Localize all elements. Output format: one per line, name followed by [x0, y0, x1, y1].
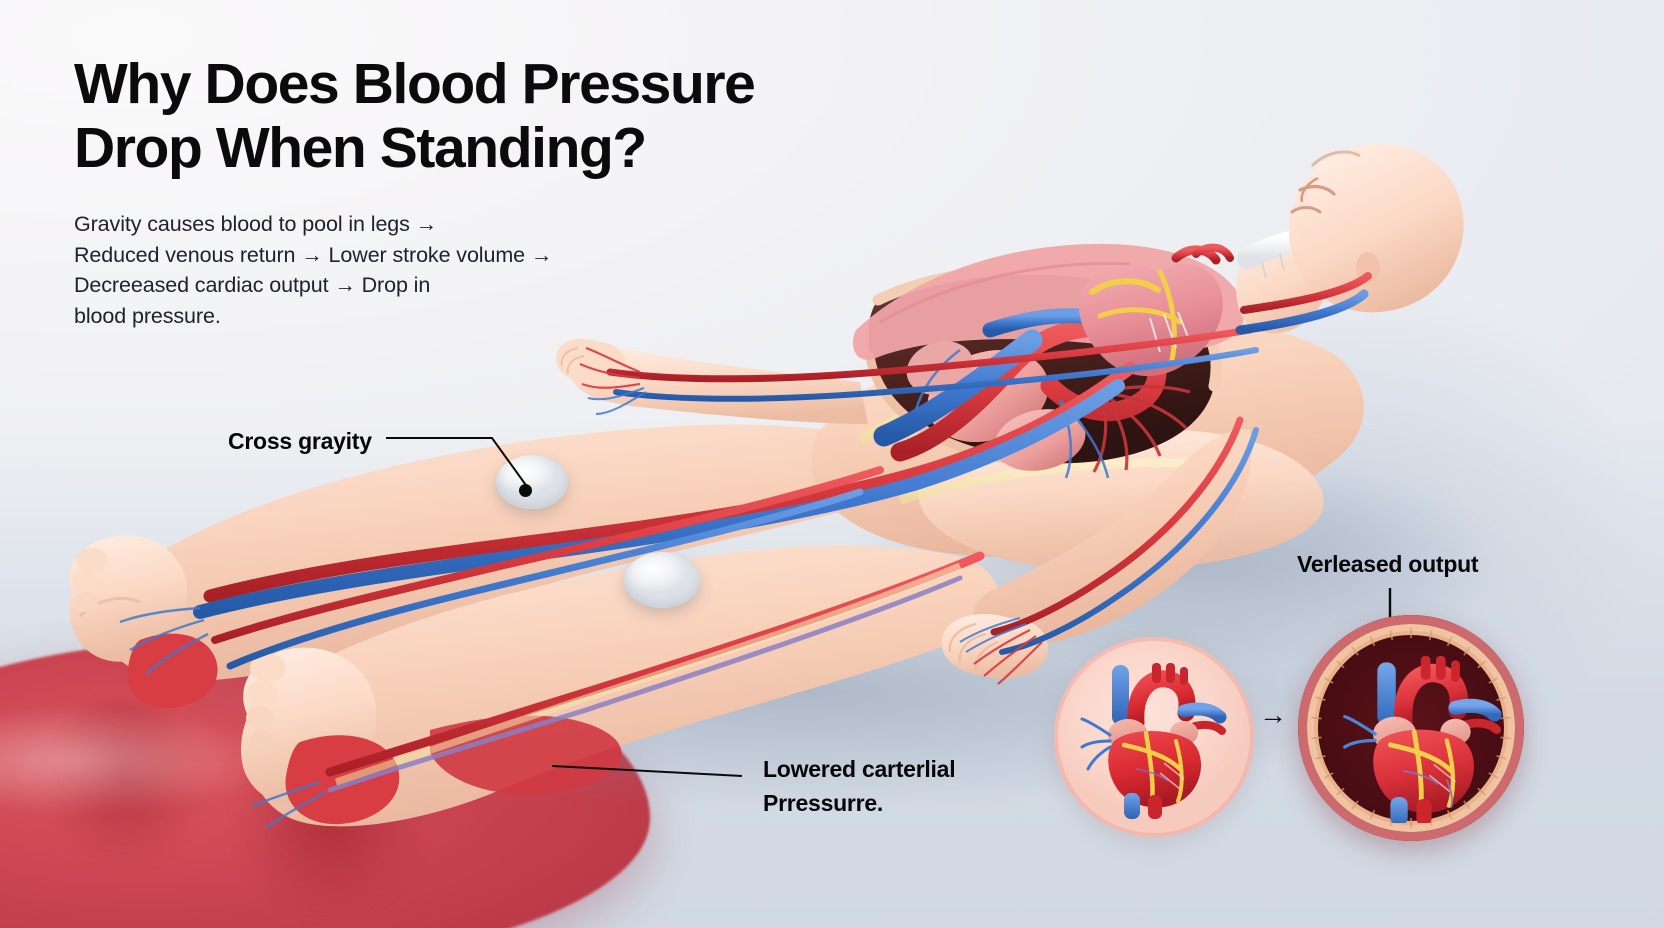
arm-far-artery	[606, 326, 1254, 383]
coronary-artery	[1089, 278, 1161, 295]
toes-left	[72, 548, 108, 612]
heart-diagram-constricted	[1343, 655, 1502, 823]
description-line-4: blood pressure.	[74, 303, 221, 328]
callout-label-lowered-pressure-line-2: Prressurre.	[763, 790, 883, 816]
arm-near-artery	[990, 416, 1244, 636]
vena-cava	[873, 329, 1043, 447]
callout-marker-knee[interactable]	[624, 552, 700, 608]
description-paragraph: Gravity causes blood to pool in legs → R…	[74, 209, 634, 331]
blood-at-left-foot	[127, 633, 218, 709]
callout-label-cross-gravity: Cross grayity	[228, 428, 372, 454]
arm-far	[569, 346, 868, 424]
hand-capillaries-far	[579, 346, 641, 389]
leg-fascia	[334, 562, 962, 786]
callout-label-verleased-output: Verleased output	[1297, 551, 1479, 577]
eye-closed	[1298, 184, 1336, 196]
inset-normal-heart[interactable]	[1054, 637, 1254, 837]
toes-right	[246, 654, 286, 750]
inset-heart-in-vessel[interactable]	[1298, 615, 1524, 841]
arm-near	[972, 429, 1252, 646]
page-title: Why Does Blood Pressure Drop When Standi…	[74, 52, 834, 181]
near-leg-vein	[327, 575, 963, 793]
callout-marker-thigh[interactable]	[496, 455, 568, 509]
jugular-vein	[1235, 289, 1369, 335]
femoral-vein	[226, 488, 864, 670]
main-vein	[193, 379, 1125, 619]
foot-capillaries	[119, 606, 327, 829]
femoral-artery	[211, 466, 884, 644]
hand-capillaries-near	[973, 629, 1043, 685]
arm-far-vein	[613, 347, 1259, 402]
mouth	[1290, 206, 1322, 214]
description-line-3: Decreeased cardiac output → Drop in	[74, 273, 431, 297]
inset-transition-arrow: →	[1259, 699, 1287, 730]
head	[1289, 143, 1464, 313]
foot-reflection-left	[40, 700, 210, 880]
page-title-line-2: Drop When Standing?	[74, 116, 647, 181]
description-line-1: Gravity causes blood to pool in legs →	[74, 212, 438, 236]
vessel-wall-ring	[1298, 615, 1524, 841]
callout-label-lowered-pressure-line-1: Lowered carterlial	[763, 756, 956, 782]
carotid-artery	[1240, 272, 1372, 314]
callout-label-lowered-pressure: Lowered carterlial Prressurre.	[763, 752, 1063, 820]
vessel-wall-striations	[1311, 628, 1511, 828]
page-title-line-1: Why Does Blood Pressure	[74, 52, 756, 116]
arm-near-vein	[999, 427, 1259, 655]
heart-diagram-normal	[1080, 663, 1227, 819]
nose	[1300, 176, 1319, 203]
brow	[1310, 150, 1361, 168]
callout-dot-thigh	[519, 484, 532, 497]
description-line-2: Reduced venous return → Lower stroke vol…	[74, 242, 553, 267]
